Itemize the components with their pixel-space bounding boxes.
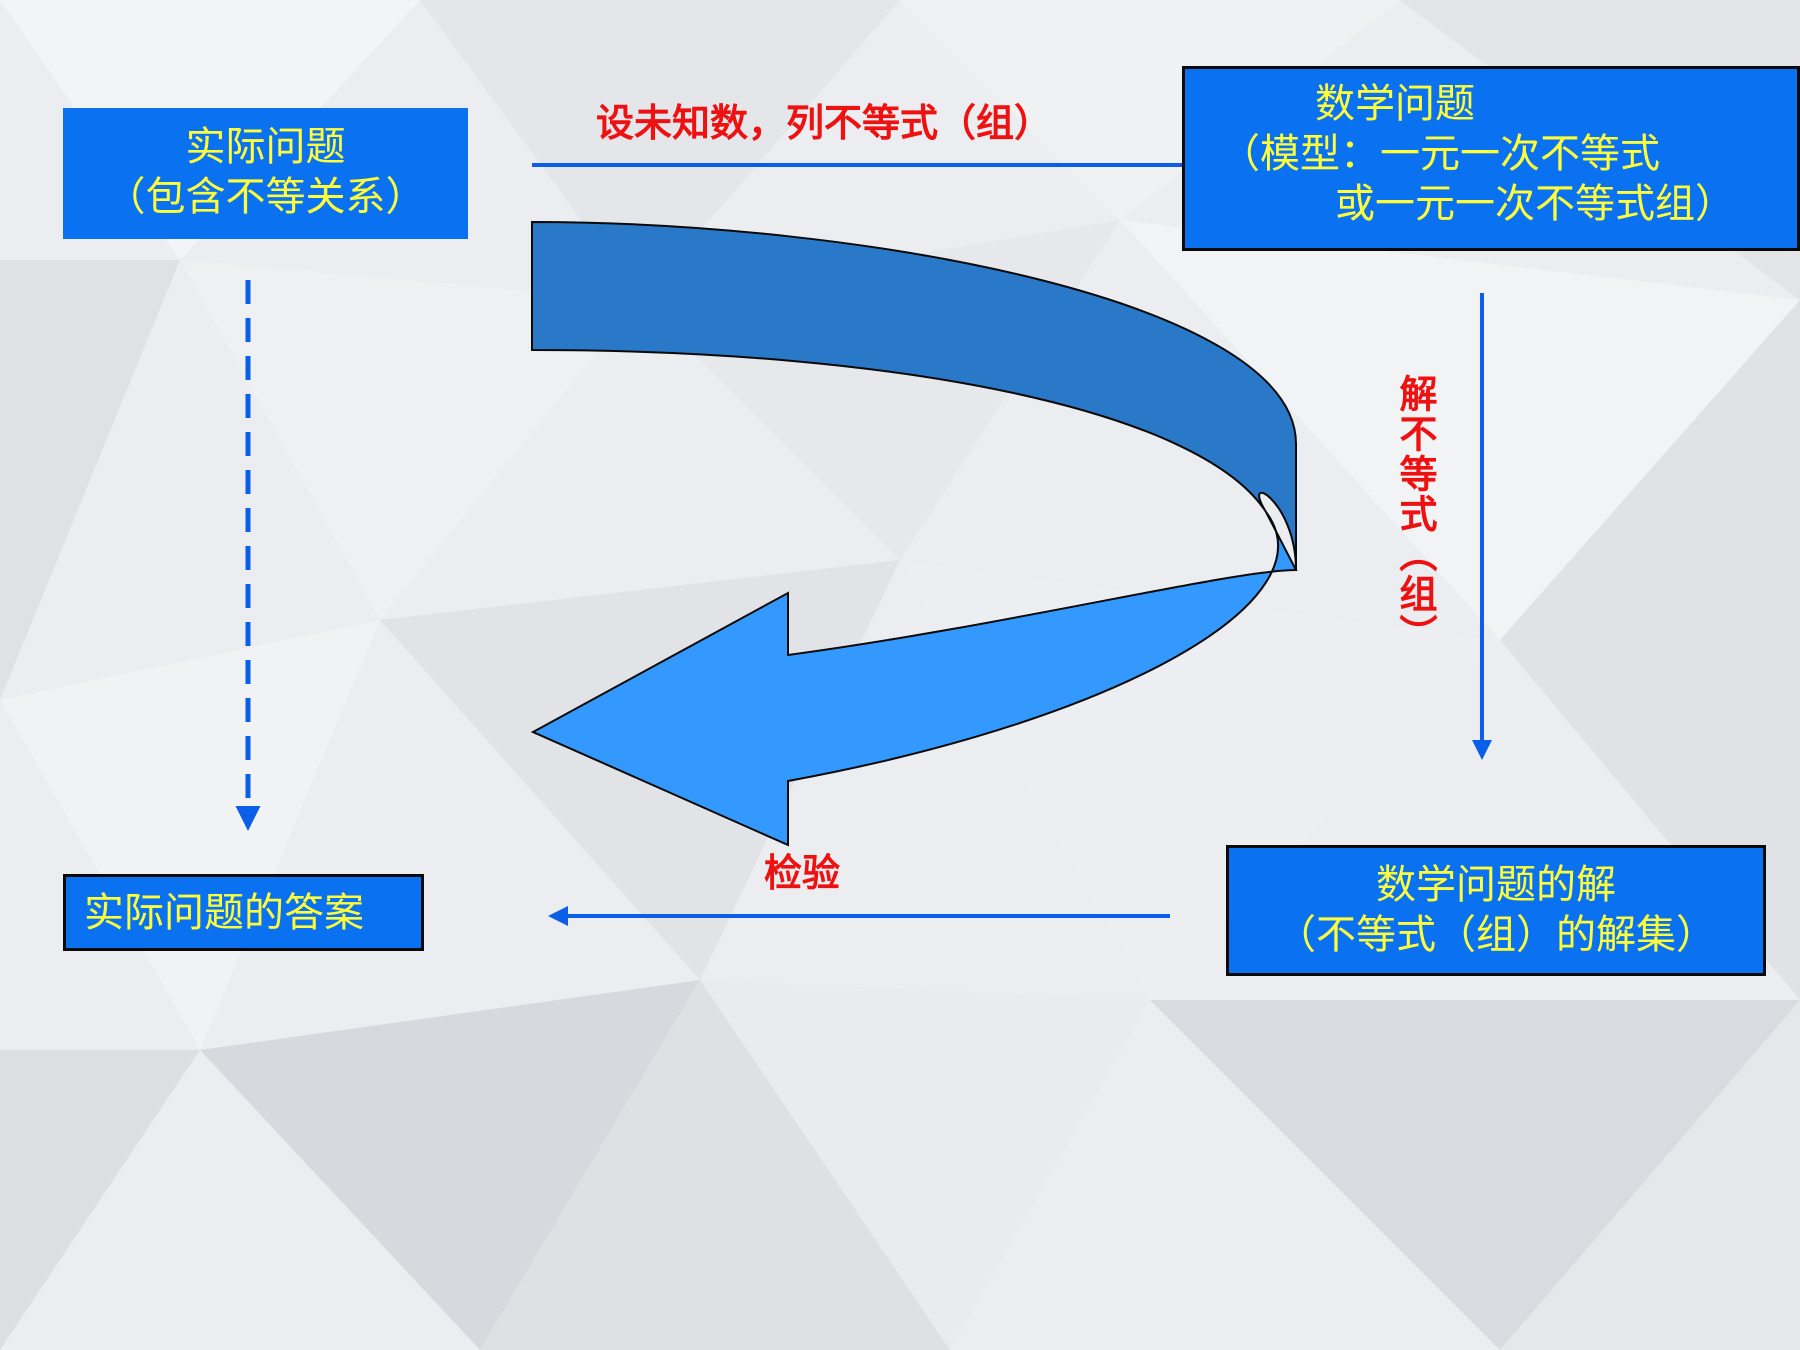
math-solution-subtitle: （不等式（组）的解集） — [1276, 912, 1716, 958]
actual-answer-box: 实际问题的答案 — [63, 874, 424, 951]
math-solution-box: 数学问题的解 （不等式（组）的解集） — [1226, 845, 1766, 976]
setup-step-label: 设未知数，列不等式（组） — [596, 100, 1053, 145]
math-problem-model-line2: 或一元一次不等式组） — [1335, 181, 1735, 227]
math-solution-title: 数学问题的解 — [1376, 862, 1616, 908]
math-problem-box: 数学问题 （模型：一元一次不等式 或一元一次不等式组） — [1182, 66, 1800, 251]
u-turn-arrow-icon — [530, 220, 1298, 847]
actual-problem-title: 实际问题 — [185, 124, 346, 170]
check-step-label: 检验 — [764, 850, 841, 895]
actual-problem-subtitle: （包含不等关系） — [105, 174, 426, 220]
actual-problem-box: 实际问题 （包含不等关系） — [63, 108, 468, 239]
math-problem-model-line1: （模型：一元一次不等式 — [1220, 131, 1660, 177]
solve-step-label: 解不等式（组） — [1393, 374, 1438, 654]
actual-answer-title: 实际问题的答案 — [84, 890, 364, 936]
math-problem-title: 数学问题 — [1315, 81, 1475, 127]
